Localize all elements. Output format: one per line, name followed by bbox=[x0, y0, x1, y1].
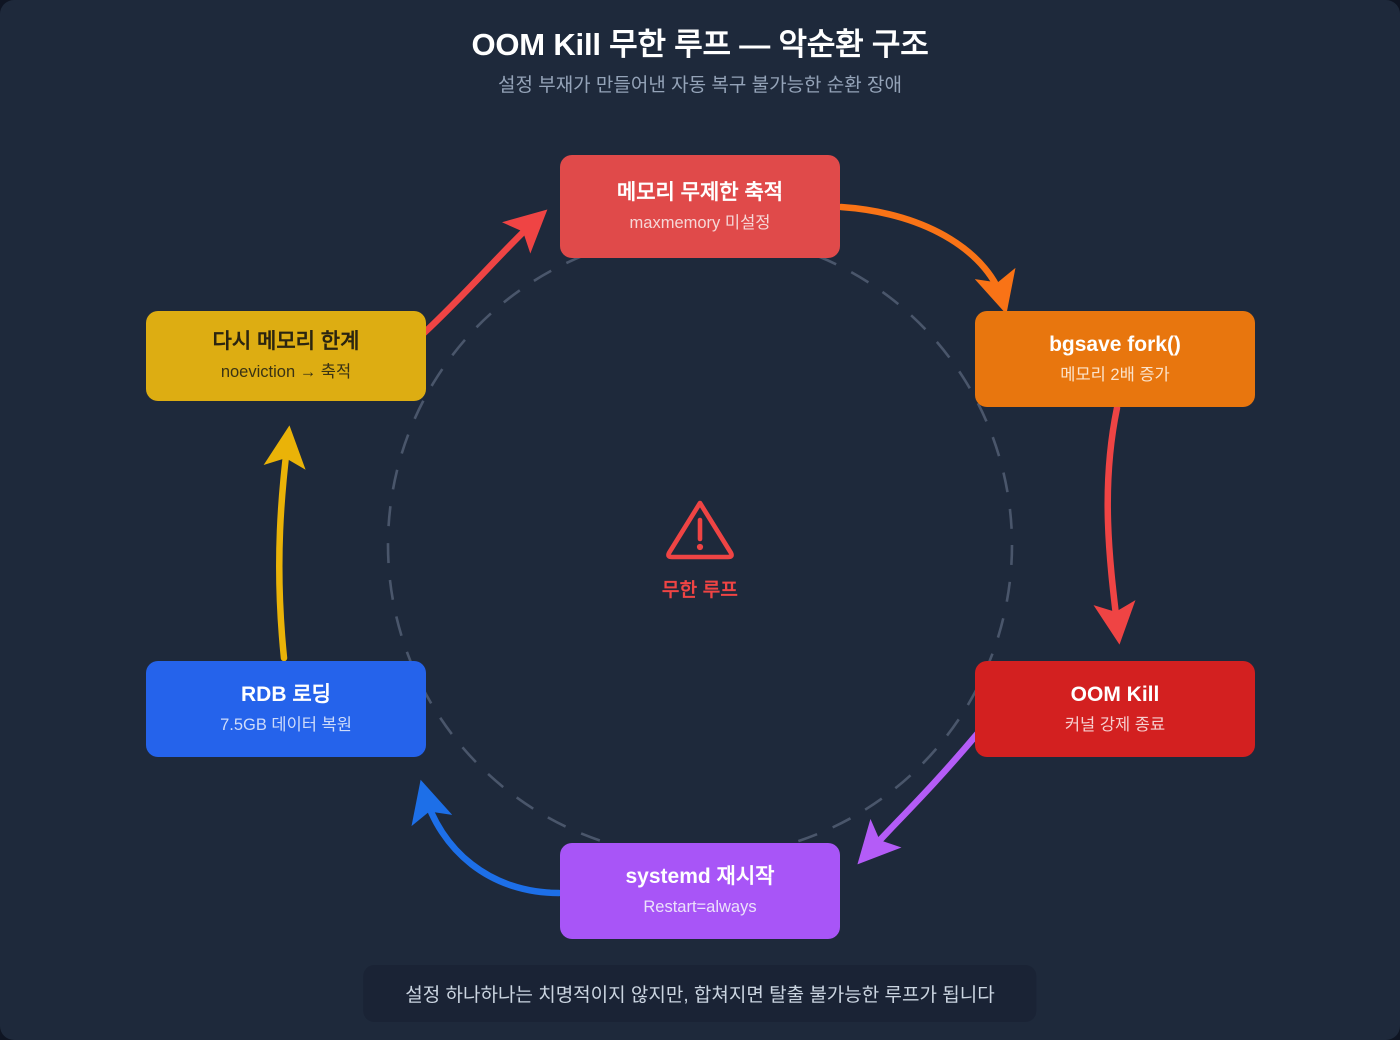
node-subtitle: 메모리 2배 증가 bbox=[1060, 366, 1170, 385]
warning-triangle-icon bbox=[666, 500, 734, 560]
node-subtitle: noeviction → 축적 bbox=[220, 363, 352, 382]
node-memory-accumulation[interactable]: 메모리 무제한 축적 maxmemory 미설정 bbox=[560, 155, 840, 258]
edge-rdb-to-limit bbox=[263, 425, 306, 662]
edge-limit-to-memory bbox=[420, 209, 548, 337]
footer-caption: 설정 하나하나는 치명적이지 않지만, 합쳐지면 탈출 불가능한 루프가 됩니다 bbox=[363, 965, 1037, 1022]
page-title: OOM Kill 무한 루프 — 악순환 구조 bbox=[471, 27, 929, 62]
diagram-header: OOM Kill 무한 루프 — 악순환 구조 설정 부재가 만들어낸 자동 복… bbox=[0, 0, 1400, 98]
node-title: RDB 로딩 bbox=[241, 683, 331, 707]
node-title: bgsave fork() bbox=[1049, 333, 1181, 357]
center-label: 무한 루프 bbox=[661, 580, 739, 601]
edge-memory-to-bgsave bbox=[837, 203, 1016, 315]
edge-systemd-to-rdb bbox=[411, 779, 563, 897]
node-subtitle: 커널 강제 종료 bbox=[1064, 716, 1166, 735]
node-title: systemd 재시작 bbox=[625, 865, 775, 889]
node-subtitle: maxmemory 미설정 bbox=[629, 213, 771, 232]
node-memory-limit-again[interactable]: 다시 메모리 한계 noeviction → 축적 bbox=[146, 311, 426, 401]
node-rdb-loading[interactable]: RDB 로딩 7.5GB 데이터 복원 bbox=[146, 661, 426, 757]
edge-oomkill-to-systemd bbox=[857, 729, 982, 865]
page-subtitle: 설정 부재가 만들어낸 자동 복구 불가능한 순환 장애 bbox=[497, 74, 903, 96]
center-annotation: 무한 루프 bbox=[610, 495, 790, 602]
node-systemd-restart[interactable]: systemd 재시작 Restart=always bbox=[560, 843, 840, 939]
node-bgsave-fork[interactable]: bgsave fork() 메모리 2배 증가 bbox=[975, 311, 1255, 407]
node-title: 다시 메모리 한계 bbox=[212, 330, 360, 354]
edge-bgsave-to-oomkill bbox=[1093, 404, 1136, 645]
node-subtitle: 7.5GB 데이터 복원 bbox=[220, 716, 352, 735]
node-subtitle: Restart=always bbox=[643, 898, 757, 917]
node-title: OOM Kill bbox=[1070, 683, 1160, 707]
node-oom-kill[interactable]: OOM Kill 커널 강제 종료 bbox=[975, 661, 1255, 757]
node-title: 메모리 무제한 축적 bbox=[616, 180, 784, 204]
